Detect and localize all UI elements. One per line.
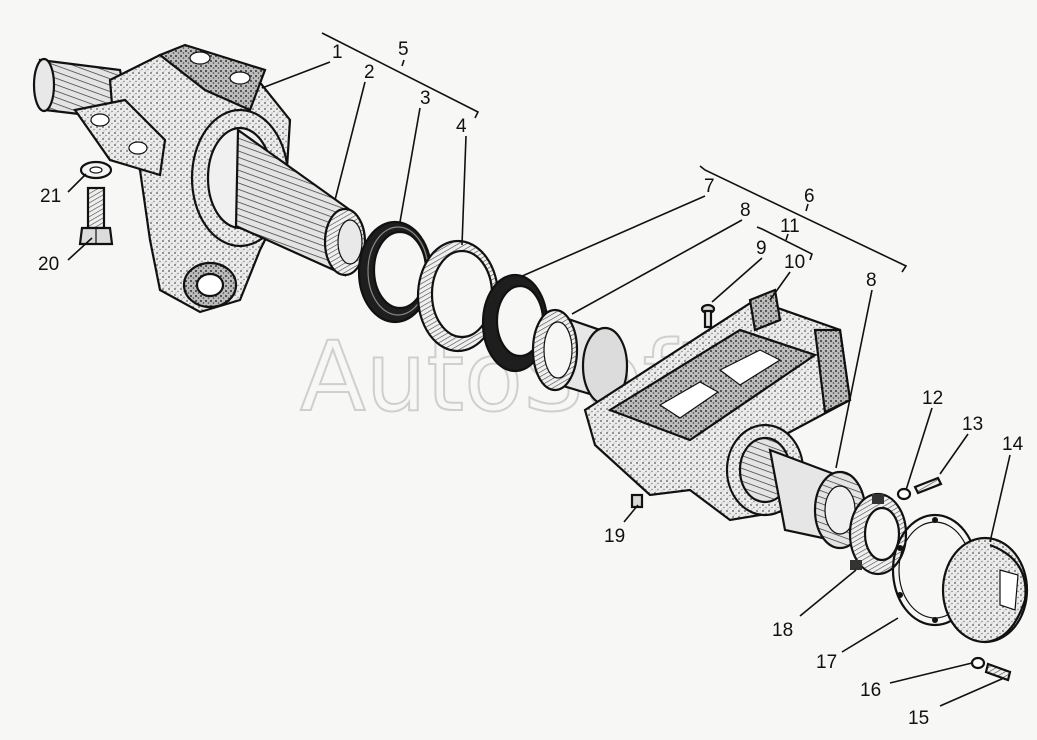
bolt-9 — [700, 303, 716, 329]
callout-19: 19 — [604, 526, 625, 547]
bracket-group-5 — [321, 32, 480, 119]
callout-13: 13 — [962, 414, 983, 435]
bolt-13 — [913, 476, 943, 495]
bushing-8-right — [768, 448, 867, 550]
ring-4 — [416, 239, 500, 353]
washer-12 — [896, 487, 912, 501]
seal-7 — [481, 273, 549, 373]
callout-20: 20 — [38, 254, 59, 275]
callout-14: 14 — [1002, 434, 1024, 455]
bracket-group-11 — [756, 226, 813, 261]
callout-17: 17 — [816, 652, 837, 673]
washer-16 — [970, 656, 986, 670]
callout-8-left: 8 — [740, 200, 751, 221]
callout-11: 11 — [780, 216, 800, 237]
callout-3: 3 — [420, 88, 431, 109]
callout-8-right: 8 — [866, 270, 877, 291]
callout-12: 12 — [922, 388, 943, 409]
callout-4: 4 — [456, 116, 467, 137]
callout-9: 9 — [756, 238, 767, 259]
callout-15: 15 — [908, 708, 929, 729]
bushing-8-left — [531, 308, 629, 406]
callout-2: 2 — [364, 62, 375, 83]
callout-18: 18 — [772, 620, 793, 641]
callout-16: 16 — [860, 680, 881, 701]
bolt-20 — [78, 186, 114, 246]
washer-21 — [79, 160, 113, 180]
callout-10: 10 — [784, 252, 805, 273]
bolt-15 — [984, 662, 1012, 682]
callout-7: 7 — [704, 176, 715, 197]
cover-14 — [941, 536, 1029, 644]
callout-1: 1 — [332, 42, 343, 63]
nut-18 — [848, 492, 908, 576]
bracket-group-6 — [699, 165, 908, 273]
spindle-2 — [234, 127, 367, 277]
callout-6: 6 — [804, 186, 815, 207]
callout-5: 5 — [398, 39, 409, 60]
callout-21: 21 — [40, 186, 61, 207]
